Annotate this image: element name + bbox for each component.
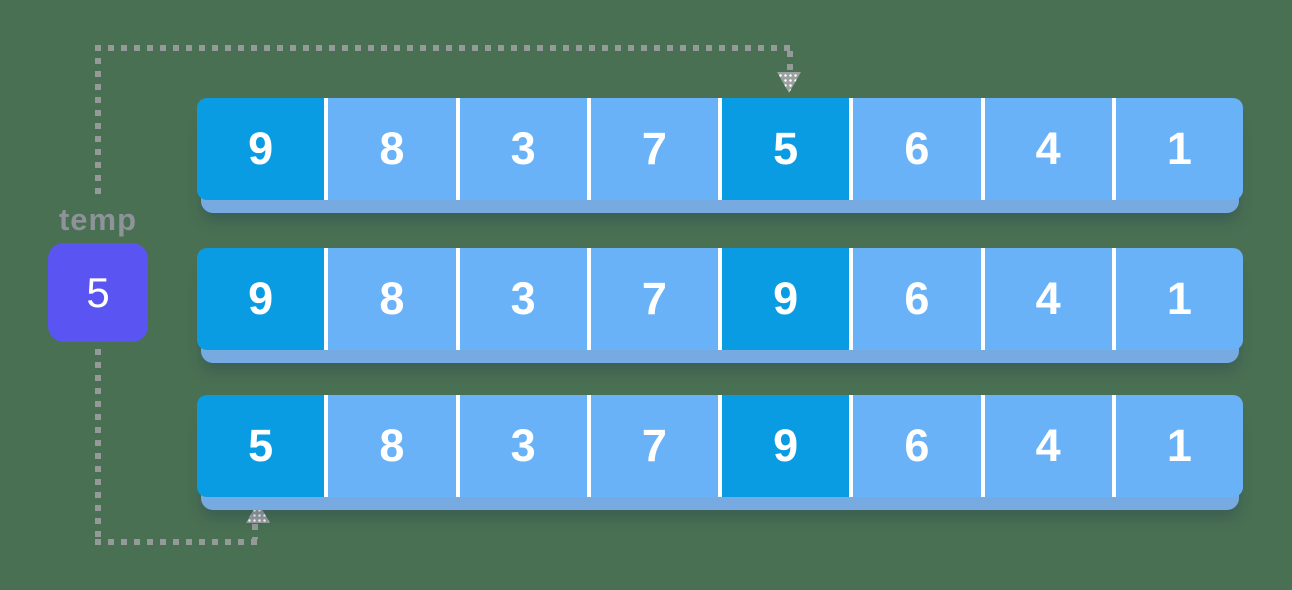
temp-value: 5 [86,268,110,316]
cell-divider [849,98,854,200]
array-cell-r2-i3: 7 [590,248,718,350]
dotted-connector-top-left-vertical [95,45,101,195]
cell-divider [1111,98,1116,200]
cell-divider [586,395,591,497]
array-cell-r3-i6: 4 [984,395,1112,497]
array-cell-r3-i5: 6 [853,395,981,497]
cell-divider [324,248,329,350]
cell-divider [455,248,460,350]
cell-divider [849,395,854,497]
arrowhead-down-icon [777,72,801,93]
array-cell-r1-i1: 8 [328,98,456,200]
dotted-connector-bottom-left-vertical [95,349,101,545]
temp-label: temp [58,202,138,237]
cell-divider [1111,395,1116,497]
dotted-connector-top-horizontal [95,45,793,51]
array-cell-r3-i2: 3 [459,395,587,497]
array-cell-r1-i6: 4 [984,98,1112,200]
array-cell-r3-i3: 7 [590,395,718,497]
cell-divider [586,98,591,200]
array-cell-r3-i4: 9 [722,395,850,497]
array-cell-r1-i5: 6 [853,98,981,200]
cell-divider [455,98,460,200]
cell-divider [718,98,722,200]
cell-divider [849,248,854,350]
array-cell-r2-i5: 6 [853,248,981,350]
array-cell-r3-i7: 1 [1115,395,1243,497]
cell-divider [586,248,591,350]
array-cell-r2-i2: 3 [459,248,587,350]
cell-divider [718,248,722,350]
array-cell-r2-i0: 9 [197,248,325,350]
array-cell-r1-i3: 7 [590,98,718,200]
array-cell-r3-i0: 5 [197,395,325,497]
array-cell-r1-i7: 1 [1115,98,1243,200]
cell-divider [980,98,985,200]
cell-divider [980,395,985,497]
dotted-connector-top-right-vertical [787,51,793,73]
dotted-connector-bottom-right-vertical [252,524,258,539]
cell-divider [980,248,985,350]
array-cell-r2-i4: 9 [722,248,850,350]
cell-divider [718,395,722,497]
array-cell-r1-i2: 3 [459,98,587,200]
dotted-connector-bottom-horizontal [95,539,257,545]
cell-divider [455,395,460,497]
array-cell-r2-i7: 1 [1115,248,1243,350]
array-cell-r2-i6: 4 [984,248,1112,350]
cell-divider [324,395,329,497]
array-cell-r2-i1: 8 [328,248,456,350]
cell-divider [324,98,329,200]
array-cell-r1-i4: 5 [722,98,850,200]
temp-box: 5 [48,243,148,342]
array-cell-r3-i1: 8 [328,395,456,497]
array-cell-r1-i0: 9 [197,98,325,200]
cell-divider [1111,248,1116,350]
